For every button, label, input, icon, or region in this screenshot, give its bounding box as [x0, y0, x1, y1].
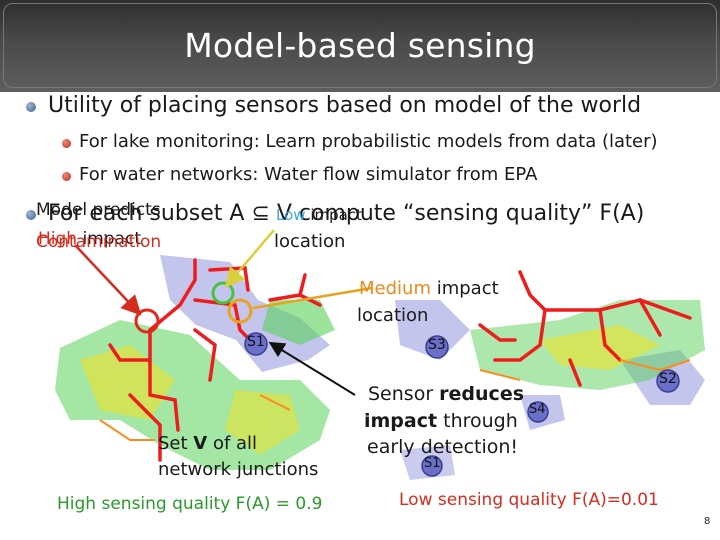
sensor-s1-right: S1	[424, 456, 441, 471]
title-frame	[3, 3, 717, 88]
medium-impact-label: Medium impact	[359, 278, 499, 299]
page-number: 8	[704, 516, 711, 527]
bullet-dot-icon	[62, 139, 71, 148]
title-bar: Model-based sensing	[0, 0, 720, 92]
bullet-water-text: For water networks: Water flow simulator…	[79, 164, 538, 185]
through-word: through	[437, 410, 518, 432]
v-word: V	[193, 433, 208, 454]
low-impact-rest: impact	[305, 206, 362, 224]
medium-impact-rest: impact	[430, 278, 499, 299]
medium-word: Medium	[359, 278, 431, 299]
of-all-word: of all	[207, 433, 258, 454]
low-quality-label: Low sensing quality F(A)=0.01	[399, 490, 659, 510]
slide-title: Model-based sensing	[184, 26, 536, 65]
low-impact-label: Low impact	[276, 206, 362, 224]
high-word: High	[38, 229, 78, 249]
sensor-s4: S4	[529, 402, 546, 417]
impact-word: impact	[364, 410, 438, 432]
bullet-utility-text: Utility of placing sensors based on mode…	[48, 93, 642, 118]
bullet-dot-icon	[26, 102, 36, 112]
high-quality-label: High sensing quality F(A) = 0.9	[57, 494, 323, 514]
bullet-dot-icon	[26, 210, 36, 220]
set-word: Set	[158, 433, 194, 454]
bullet-lake: For lake monitoring: Learn probabilistic…	[62, 131, 712, 155]
impact-through-label: impact through	[364, 410, 518, 432]
bullet-subset: For each subset A ⊆ V compute “sensing q…	[26, 201, 716, 229]
medium-location-label: location	[357, 305, 429, 326]
low-word: Low	[276, 206, 306, 224]
sensor-badges	[244, 332, 680, 477]
left-network-map	[55, 229, 373, 470]
sensor-reduces-label: Sensor reduces	[368, 383, 524, 405]
sensor-s1-left: S1	[247, 334, 265, 350]
bullet-dot-icon	[62, 172, 71, 181]
bullet-subset-text: For each subset A ⊆ V compute “sensing q…	[48, 201, 645, 226]
bullet-water: For water networks: Water flow simulator…	[62, 164, 712, 188]
sensor-s2: S2	[659, 371, 677, 387]
high-impact-rest: impact	[77, 229, 141, 249]
contamination-label: Contamination	[36, 232, 162, 252]
network-junctions-label: network junctions	[158, 459, 319, 480]
reduces-word: reduces	[439, 383, 525, 405]
sensor-s3: S3	[428, 337, 446, 353]
bullet-lake-text: For lake monitoring: Learn probabilistic…	[79, 131, 658, 152]
high-impact-label: High impact	[38, 229, 141, 249]
sensor-word: Sensor	[368, 383, 440, 405]
bullet-utility: Utility of placing sensors based on mode…	[26, 93, 716, 121]
model-predicts-label: Model predicts	[36, 200, 161, 220]
low-location-label: location	[274, 231, 346, 252]
set-v-label: Set V of all	[158, 433, 257, 454]
early-detection-label: early detection!	[367, 436, 519, 458]
